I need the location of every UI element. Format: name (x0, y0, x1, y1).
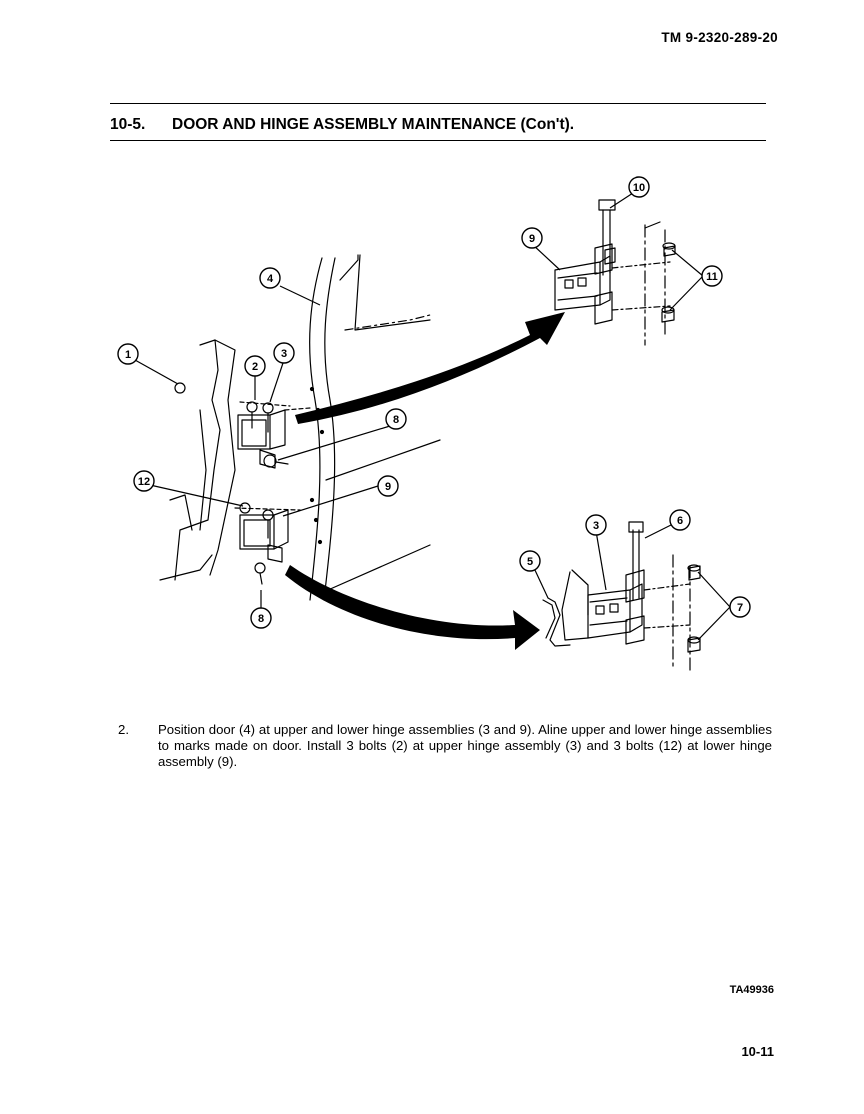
callout-6: 6 (669, 509, 691, 531)
figure-id: TA49936 (729, 984, 774, 996)
svg-text:7: 7 (737, 602, 743, 614)
callout-3-left: 3 (273, 342, 295, 364)
section-title: DOOR AND HINGE ASSEMBLY MAINTENANCE (Con… (172, 116, 575, 133)
svg-text:5: 5 (527, 556, 533, 568)
instruction-step: 2. Position door (4) at upper and lower … (118, 722, 772, 770)
door-edge (309, 257, 323, 601)
section-heading: 10-5. DOOR AND HINGE ASSEMBLY MAINTENANC… (110, 116, 574, 134)
callout-9-detail: 9 (521, 227, 543, 249)
svg-text:8: 8 (258, 613, 264, 625)
svg-text:8: 8 (393, 414, 399, 426)
upper-detail-arrow (295, 312, 565, 424)
tm-number: TM 9-2320-289-20 (661, 30, 778, 45)
svg-text:4: 4 (267, 273, 274, 285)
svg-text:9: 9 (529, 233, 535, 245)
svg-text:3: 3 (281, 348, 287, 360)
page-number: 10-11 (741, 1044, 774, 1059)
svg-text:6: 6 (677, 515, 683, 527)
callout-2: 2 (244, 355, 266, 377)
callout-7: 7 (729, 596, 751, 618)
callout-9-left: 9 (377, 475, 399, 497)
svg-text:3: 3 (593, 520, 599, 532)
callout-3-detail: 3 (585, 514, 607, 536)
hinge-assembly-illustration: 1 2 3 4 8 12 9 8 (100, 170, 800, 700)
header-rule-bottom (110, 140, 766, 141)
svg-text:10: 10 (633, 182, 645, 194)
section-number: 10-5. (110, 116, 146, 133)
callout-4: 4 (259, 267, 281, 289)
callout-8-upper: 8 (385, 408, 407, 430)
step-text: Position door (4) at upper and lower hin… (158, 722, 772, 769)
callout-1: 1 (117, 343, 139, 365)
svg-text:1: 1 (125, 349, 131, 361)
step-number: 2. (118, 722, 129, 737)
door-edge-inner (323, 257, 336, 601)
callout-8-lower: 8 (250, 607, 272, 629)
callout-5: 5 (519, 550, 541, 572)
svg-text:2: 2 (252, 361, 258, 373)
svg-text:11: 11 (706, 271, 718, 283)
svg-text:9: 9 (385, 481, 391, 493)
callout-10: 10 (628, 176, 650, 198)
callout-11: 11 (701, 265, 723, 287)
leader-lines (134, 192, 731, 641)
lower-detail-arrow (285, 565, 540, 650)
svg-text:12: 12 (138, 476, 150, 488)
callout-12: 12 (133, 470, 155, 492)
header-rule-top (110, 103, 766, 104)
